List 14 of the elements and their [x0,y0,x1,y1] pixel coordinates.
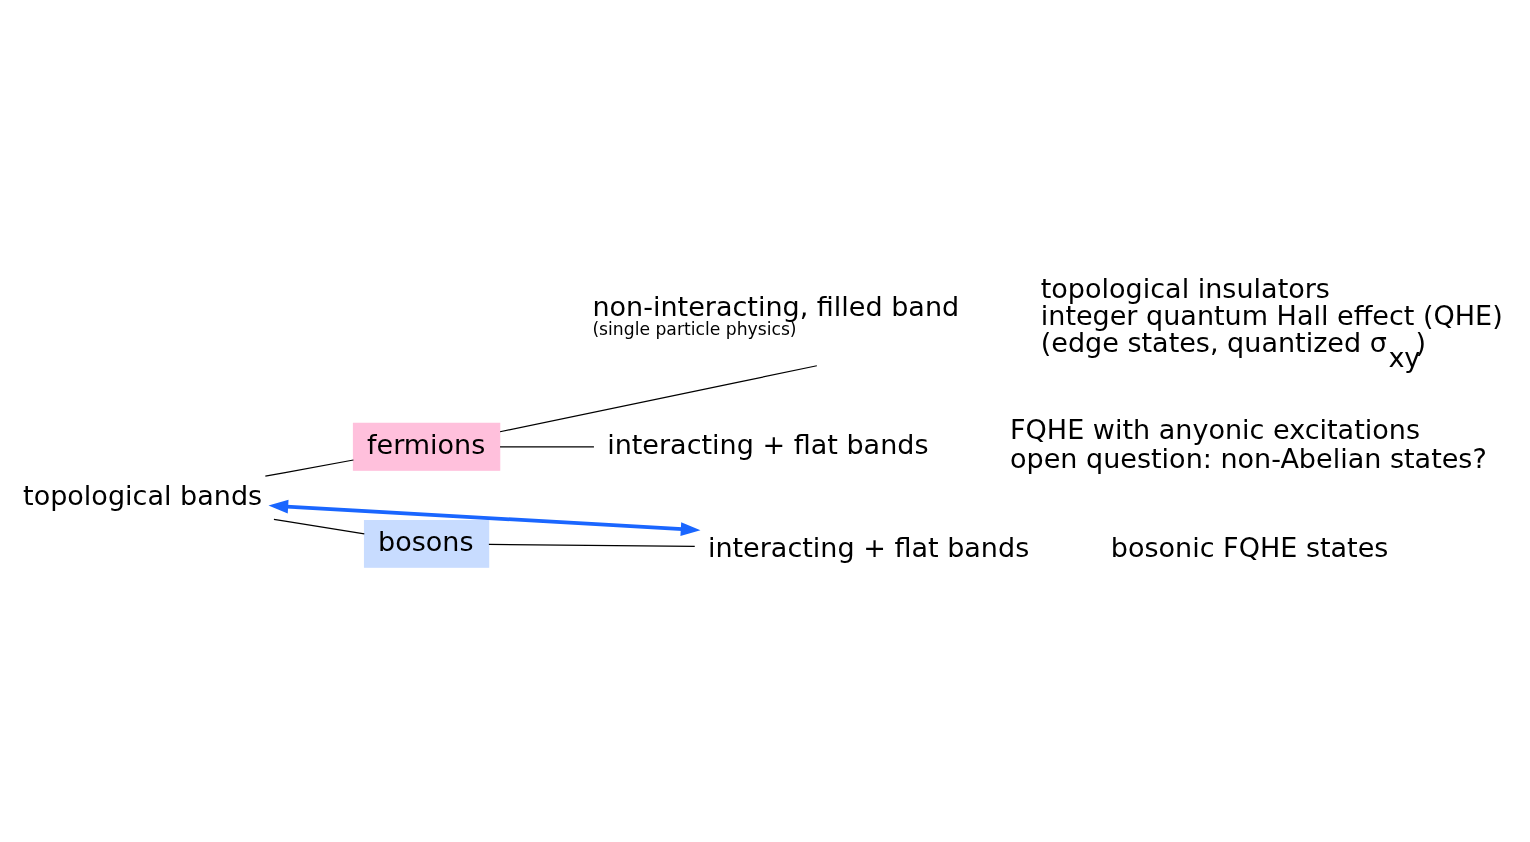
node-text: interacting + flat bands [707,531,1030,563]
node-label: FQHE with anyonic excitations [1010,413,1420,445]
node-text: topological bands [23,480,263,512]
arrow [268,499,701,536]
node-text: non-interacting, filled band (single particle physics) [592,291,960,340]
node-box: fermions [352,422,501,471]
connector [264,459,355,477]
connector [273,518,365,535]
node-box: bosons [363,519,490,568]
node-label: bosonic FQHE states [1110,531,1389,563]
connector [499,446,595,448]
node-text: interacting + flat bands [607,428,929,460]
connector [499,365,818,433]
connector [488,543,696,548]
